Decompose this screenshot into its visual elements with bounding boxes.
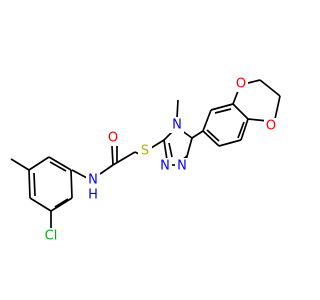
bond: [70, 169, 73, 199]
bond: [214, 108, 232, 114]
bond: [218, 139, 242, 147]
bond: [259, 79, 281, 97]
bond: [274, 95, 281, 120]
bond: [150, 139, 165, 149]
bond: [112, 151, 136, 166]
bond: [232, 103, 249, 120]
dioxane-oxygen-top-label: O: [236, 77, 246, 92]
bond: [99, 164, 114, 175]
bond: [33, 172, 36, 197]
bond: [206, 129, 220, 142]
bond: [237, 121, 245, 139]
dioxane-oxygen-bottom-label: O: [266, 119, 276, 134]
bond: [54, 198, 69, 208]
bond: [191, 130, 204, 139]
bond: [111, 145, 114, 166]
bond: [49, 161, 67, 172]
carbonyl-oxygen-label: O: [108, 131, 118, 146]
molecule-diagram: Cl N H O S N N N O O: [10, 76, 281, 244]
atom-labels: Cl N H O S N N N O O: [40, 76, 278, 244]
bond: [176, 99, 179, 119]
triazole-n2-label: N: [160, 159, 170, 174]
bond: [232, 90, 239, 105]
bond: [202, 109, 212, 132]
triazole-n4-label: N: [172, 118, 182, 133]
triazole-n1-label: N: [177, 159, 187, 174]
chlorine-atom-label: Cl: [45, 229, 58, 244]
sulfur-atom-label: S: [141, 144, 149, 159]
bond: [240, 118, 249, 141]
bond: [163, 139, 168, 161]
bond: [210, 103, 234, 111]
bonds: [10, 79, 281, 228]
bond: [50, 197, 73, 212]
bond: [71, 169, 88, 179]
bond: [29, 197, 52, 212]
bond: [10, 158, 30, 171]
bond: [168, 142, 173, 158]
amide-nitrogen-label: N: [88, 173, 98, 188]
structure-canvas: Cl N H O S N N N O O: [10, 76, 281, 244]
bond: [202, 130, 220, 147]
amide-hydrogen-label: H: [88, 188, 98, 203]
bond: [28, 169, 31, 199]
bond: [48, 156, 72, 171]
bond: [28, 156, 50, 171]
